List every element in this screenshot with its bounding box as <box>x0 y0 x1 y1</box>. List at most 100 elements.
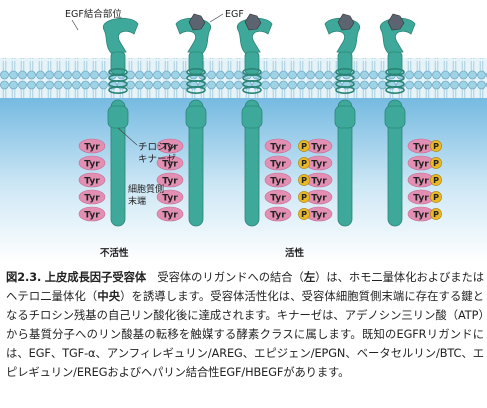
label-egf-binding-site: EGF結合部位 <box>65 8 122 20</box>
label-egf: EGF <box>225 9 244 20</box>
phosphate-group <box>298 140 310 152</box>
egf-ligand <box>188 13 206 31</box>
phosphate-label: P <box>301 193 307 202</box>
tyr-label: Tyr <box>311 210 327 220</box>
receptor-neck <box>188 51 204 75</box>
transmembrane-helix-coil <box>242 86 262 95</box>
tyrosine-residue <box>264 206 292 222</box>
tyr-label: Tyr <box>84 159 100 169</box>
caption-text-2: ）は、ホモ二量体化およびまたはヘテロ二量体化（ <box>6 271 484 303</box>
egf-ligand <box>337 13 355 31</box>
caption-figure-number: 図2.3. <box>6 271 42 284</box>
phosphate-label: P <box>301 176 307 185</box>
tyrosine-residue <box>78 189 106 205</box>
tyrosine-residue <box>78 138 106 154</box>
phosphate-label: P <box>433 142 439 151</box>
tyr-label: Tyr <box>311 142 327 152</box>
label-cytoplasmic-end-line2: 末端 <box>128 195 146 207</box>
receptor-extracellular-domain <box>103 17 139 55</box>
phosphate-group <box>298 157 310 169</box>
receptor-kinase-lobe <box>384 105 406 129</box>
tyr-label: Tyr <box>311 159 327 169</box>
tyr-label: Tyr <box>270 176 286 186</box>
tyr-label: Tyr <box>162 159 178 169</box>
transmembrane-helix-coil <box>335 86 355 95</box>
transmembrane-helix-coil <box>186 86 206 95</box>
tyrosine-residue <box>264 155 292 171</box>
label-tyrosine-kinase-line2: キナーゼ <box>138 153 177 165</box>
phosphate-group <box>430 191 442 203</box>
tyr-label: Tyr <box>413 210 429 220</box>
receptor-kinase-lobe <box>185 105 207 129</box>
tyr-label: Tyr <box>84 210 100 220</box>
tyrosine-residue <box>264 189 292 205</box>
tyrosine-residue <box>78 172 106 188</box>
phosphate-label: P <box>301 159 307 168</box>
tyr-label: Tyr <box>162 193 178 203</box>
tyr-label: Tyr <box>413 176 429 186</box>
caption-title: 上皮成長因子受容体 <box>44 271 147 284</box>
phosphate-group <box>298 174 310 186</box>
tyr-label: Tyr <box>84 176 100 186</box>
tyrosine-residue <box>78 206 106 222</box>
phosphate-label: P <box>433 210 439 219</box>
receptor-neck <box>337 51 353 75</box>
phosphate-label: P <box>301 142 307 151</box>
label-inactive: 不活性 <box>100 247 129 259</box>
phosphate-group <box>430 208 442 220</box>
tyr-label: Tyr <box>413 159 429 169</box>
caption-left: 左 <box>303 271 316 284</box>
phosphate-group <box>430 157 442 169</box>
tyrosine-residue <box>156 172 184 188</box>
tyr-label: Tyr <box>162 176 178 186</box>
pointer-tyrosine-kinase <box>117 127 138 146</box>
receptor-kinase-domain <box>244 99 260 227</box>
receptor-group: TyrTyrTyrTyrTyrTyrTyrTyrTyrTyrTyrTyrTyrT… <box>78 13 442 227</box>
receptor-kinase-domain <box>337 99 353 227</box>
tyr-label: Tyr <box>413 142 429 152</box>
tyrosine-residue <box>264 172 292 188</box>
transmembrane-helix-coil <box>108 86 128 95</box>
tyr-label: Tyr <box>162 210 178 220</box>
phosphate-group <box>298 191 310 203</box>
tyrosine-residue <box>264 138 292 154</box>
phosphate-label: P <box>433 176 439 185</box>
label-active: 活性 <box>285 247 305 259</box>
caption-center: 中央 <box>97 290 121 303</box>
receptor-kinase-lobe <box>334 105 356 129</box>
tyr-label: Tyr <box>311 176 327 186</box>
receptor-neck <box>244 51 260 75</box>
tyr-label: Tyr <box>84 193 100 203</box>
receptor-neck <box>387 51 403 75</box>
phosphate-label: P <box>433 159 439 168</box>
receptor-kinase-domain <box>188 99 204 227</box>
transmembrane-helix-coil <box>385 86 405 95</box>
caption-text-3: ）を誘導します。受容体活性化は、受容体細胞質側末端に存在する鍵となるチロシン残基… <box>6 290 484 379</box>
egfr-diagram-svg: TyrTyrTyrTyrTyrTyrTyrTyrTyrTyrTyrTyrTyrT… <box>0 8 487 262</box>
tyrosine-residue <box>156 189 184 205</box>
phosphate-label: P <box>301 210 307 219</box>
phosphate-group <box>430 174 442 186</box>
tyr-label: Tyr <box>270 159 286 169</box>
caption-text-1: 受容体のリガンドへの結合（ <box>157 271 304 284</box>
tyr-label: Tyr <box>413 193 429 203</box>
label-cytoplasmic-end: 細胞質側 末端 <box>128 183 167 207</box>
phosphate-label: P <box>433 193 439 202</box>
phosphate-group <box>298 208 310 220</box>
label-tyrosine-kinase: チロシン キナーゼ <box>138 142 179 165</box>
label-tyrosine-kinase-line1: チロシン <box>138 142 176 153</box>
tyr-label: Tyr <box>270 142 286 152</box>
tyrosine-residue <box>156 155 184 171</box>
tyr-label: Tyr <box>84 142 100 152</box>
tyr-label: Tyr <box>270 210 286 220</box>
egf-ligand <box>387 13 405 31</box>
phosphate-group <box>430 140 442 152</box>
receptor-kinase-lobe <box>241 105 263 129</box>
tyr-label: Tyr <box>311 193 327 203</box>
tyr-label: Tyr <box>270 193 286 203</box>
tyrosine-residue <box>156 138 184 154</box>
